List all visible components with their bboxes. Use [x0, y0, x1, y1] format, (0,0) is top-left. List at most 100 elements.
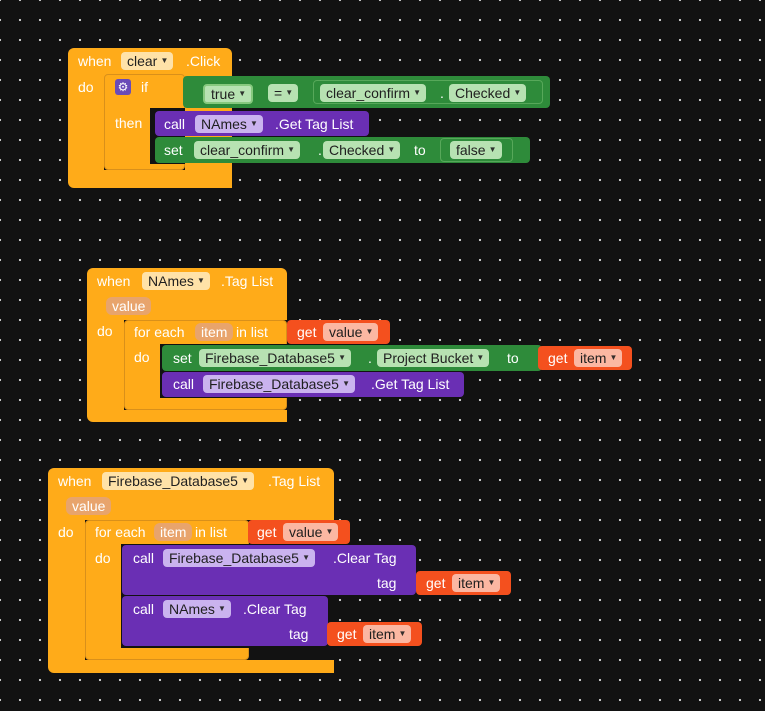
tag-label: tag	[289, 626, 309, 642]
to-label: to	[507, 350, 519, 366]
chevron-down-icon: ▼	[342, 379, 350, 388]
property-dropdown[interactable]: Project Bucket▼	[377, 349, 490, 367]
chevron-down-icon: ▼	[609, 353, 618, 362]
chevron-down-icon: ▼	[238, 89, 247, 98]
variable-name: item	[458, 575, 485, 591]
event-block-bottom	[120, 410, 287, 422]
inner-do-label: do	[95, 550, 111, 566]
chevron-down-icon: ▼	[487, 578, 496, 587]
operator-dropdown[interactable]: =▼	[268, 84, 299, 102]
chevron-down-icon: ▼	[365, 327, 374, 336]
component-dropdown[interactable]: NAmes▼	[142, 272, 210, 290]
variable-dropdown[interactable]: value▼	[323, 323, 379, 341]
get-label: get	[337, 626, 357, 642]
component-name: NAmes	[201, 116, 247, 132]
loop-variable[interactable]: item	[154, 523, 193, 541]
event-block-bottom	[100, 176, 232, 188]
boolean-value: false	[456, 142, 486, 158]
component-name: clear_confirm	[200, 142, 285, 158]
chevron-down-icon: ▼	[302, 553, 310, 562]
in-list-label: in list	[236, 324, 268, 340]
chevron-down-icon: ▼	[513, 88, 522, 97]
property-name: Project Bucket	[383, 350, 474, 366]
parameter-value[interactable]: value	[66, 497, 112, 515]
parameter-value[interactable]: value	[106, 297, 152, 315]
get-label: get	[257, 524, 277, 540]
component-dropdown[interactable]: Firebase_Database5▼	[199, 349, 351, 367]
component-dropdown[interactable]: Firebase_Database5▼	[203, 375, 355, 393]
chevron-down-icon: ▼	[413, 88, 422, 97]
component-dropdown[interactable]: clear▼	[121, 52, 174, 70]
chevron-down-icon: ▼	[217, 604, 226, 613]
to-label: to	[414, 142, 426, 158]
component-dropdown[interactable]: clear_confirm▼	[320, 84, 427, 102]
component-name: NAmes	[148, 273, 194, 289]
dot-label: .	[318, 142, 322, 158]
component-name: clear_confirm	[326, 85, 411, 101]
component-dropdown[interactable]: clear_confirm▼	[194, 141, 301, 159]
loop-variable[interactable]: item	[195, 323, 234, 341]
component-name: Firebase_Database5	[169, 550, 299, 566]
when-label: when	[78, 53, 112, 69]
call-label: call	[173, 376, 195, 392]
when-label: when	[58, 473, 92, 489]
chevron-down-icon: ▼	[160, 56, 169, 65]
for-each-label: for each	[134, 324, 185, 340]
component-name: Firebase_Database5	[209, 376, 339, 392]
variable-name: item	[580, 350, 607, 366]
call-label: call	[133, 601, 155, 617]
call-label: call	[133, 550, 155, 566]
chevron-down-icon: ▼	[338, 353, 346, 362]
variable-name: value	[329, 324, 363, 340]
dot-label: .	[368, 350, 372, 366]
component-dropdown[interactable]: Firebase_Database5▼	[163, 549, 315, 567]
component-name: Firebase_Database5	[205, 350, 335, 366]
chevron-down-icon: ▼	[241, 476, 249, 485]
chevron-down-icon: ▼	[287, 145, 296, 154]
when-label: when	[97, 273, 131, 289]
do-label: do	[97, 323, 113, 339]
get-label: get	[548, 350, 568, 366]
method-name: .Get Tag List	[275, 116, 354, 132]
inner-do-label: do	[134, 349, 150, 365]
component-dropdown[interactable]: NAmes▼	[163, 600, 231, 618]
component-name: NAmes	[169, 601, 215, 617]
event-name: .Click	[186, 53, 221, 69]
variable-dropdown[interactable]: item▼	[363, 625, 412, 643]
set-label: set	[164, 142, 183, 158]
boolean-dropdown[interactable]: false▼	[450, 141, 502, 159]
get-label: get	[297, 324, 317, 340]
component-name: Firebase_Database5	[108, 473, 238, 489]
variable-dropdown[interactable]: item▼	[452, 574, 501, 592]
method-name: .Clear Tag	[243, 601, 307, 617]
variable-dropdown[interactable]: item▼	[574, 349, 623, 367]
component-dropdown[interactable]: NAmes▼	[195, 115, 263, 133]
do-label: do	[78, 79, 94, 95]
boolean-dropdown[interactable]: true▼	[203, 84, 254, 104]
method-name: .Get Tag List	[371, 376, 450, 392]
variable-name: value	[289, 524, 323, 540]
call-label: call	[164, 116, 186, 132]
in-list-label: in list	[195, 524, 227, 540]
if-label: if	[141, 79, 148, 95]
chevron-down-icon: ▼	[249, 119, 258, 128]
event-block-bottom	[80, 661, 334, 673]
get-label: get	[426, 575, 446, 591]
then-label: then	[115, 115, 143, 131]
tag-label: tag	[377, 575, 397, 591]
component-name: clear	[127, 53, 158, 69]
property-name: Checked	[455, 85, 511, 101]
property-dropdown[interactable]: Checked▼	[449, 84, 527, 102]
chevron-down-icon: ▼	[398, 629, 407, 638]
do-label: do	[58, 524, 74, 540]
chevron-down-icon: ▼	[476, 353, 485, 362]
dot-label: .	[440, 85, 444, 101]
event-name: .Tag List	[268, 473, 321, 489]
property-dropdown[interactable]: Checked▼	[323, 141, 401, 159]
component-dropdown[interactable]: Firebase_Database5▼	[102, 472, 254, 490]
property-name: Checked	[329, 142, 385, 158]
method-name: .Clear Tag	[333, 550, 397, 566]
boolean-value: true	[211, 86, 236, 102]
variable-dropdown[interactable]: value▼	[283, 523, 339, 541]
gear-icon[interactable]: ⚙	[115, 79, 131, 95]
